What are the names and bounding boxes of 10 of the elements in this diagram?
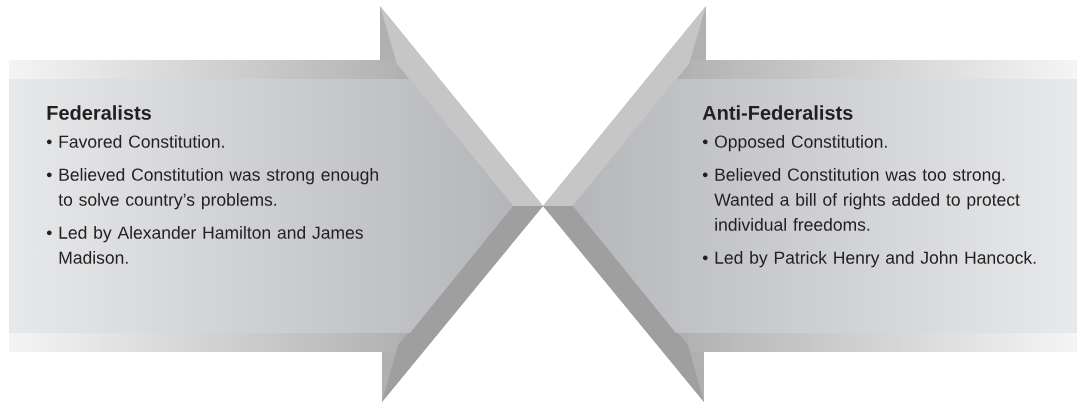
bullet-item: • Led by Alexander Hamilton and James Madison. — [46, 226, 363, 264]
arrow-box — [9, 6, 543, 402]
bullet-item: • Believed Constitution was strong enough to solve country’s problems. — [46, 168, 378, 210]
bullet-item: • Favored Constitution. — [46, 135, 224, 148]
bullet-item: • Led by Patrick Henry and John Hancock. — [702, 251, 1036, 268]
bullet-item: • Believed Constitution was too strong. Wanted a bill of rights added to protect individual freedoms. — [702, 168, 1020, 231]
heading: Anti-Federalists — [702, 105, 853, 120]
heading: Federalists — [47, 105, 151, 120]
bullet-item: • Opposed Constitution. — [702, 135, 887, 152]
arrow-box — [543, 6, 1077, 402]
